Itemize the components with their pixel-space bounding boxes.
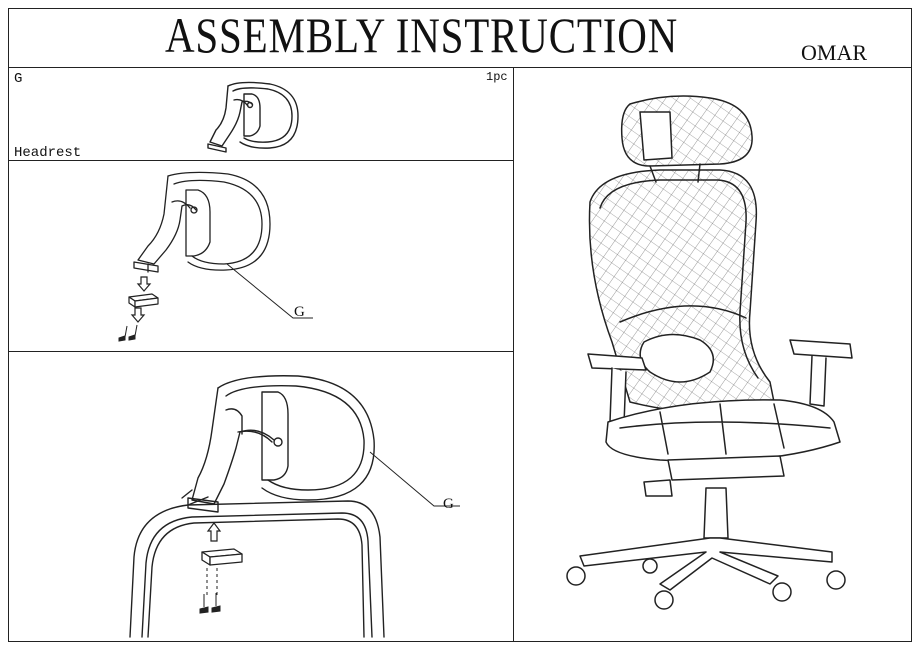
step2-headrest (178, 370, 378, 520)
headrest-part-icon (200, 78, 300, 158)
screw-icon (198, 592, 224, 614)
header-divider (8, 67, 912, 68)
step2-callout-line (368, 450, 468, 510)
step-divider (8, 351, 513, 352)
step2-screw-guides (203, 568, 223, 598)
office-chair-icon (560, 92, 850, 612)
step1-callout-line (225, 262, 345, 322)
caster-wheel (567, 567, 585, 585)
headrest-arm (134, 176, 197, 272)
headrest-frame (168, 172, 270, 270)
part-name: Headrest (14, 145, 82, 161)
caster-wheel (655, 591, 673, 609)
parts-divider (8, 160, 513, 161)
arrow-down-icon (136, 276, 152, 292)
screw-icon (117, 324, 139, 342)
chair-gas-cylinder (704, 488, 728, 538)
chair-base (580, 538, 832, 590)
bracket-icon (200, 546, 244, 568)
step1-exploded-headrest (118, 168, 288, 348)
step1-callout-label: G (294, 304, 305, 320)
page-title: ASSEMBLY INSTRUCTION (165, 7, 679, 63)
arrow-down-icon (130, 307, 146, 323)
chair-backrest (589, 170, 774, 412)
caster-wheel (643, 559, 657, 573)
model-name: OMAR (801, 40, 868, 65)
part-quantity: 1pc (486, 70, 508, 84)
step2-callout-label: G (443, 496, 454, 512)
caster-wheel (773, 583, 791, 601)
chair-right-armrest (790, 340, 852, 358)
caster-wheel (827, 571, 845, 589)
chair-left-armrest (588, 354, 646, 370)
part-letter: G (14, 71, 23, 87)
column-divider (513, 67, 514, 642)
arrow-up-icon (206, 522, 222, 542)
bracket-icon (126, 291, 160, 309)
instruction-sheet (8, 8, 912, 642)
